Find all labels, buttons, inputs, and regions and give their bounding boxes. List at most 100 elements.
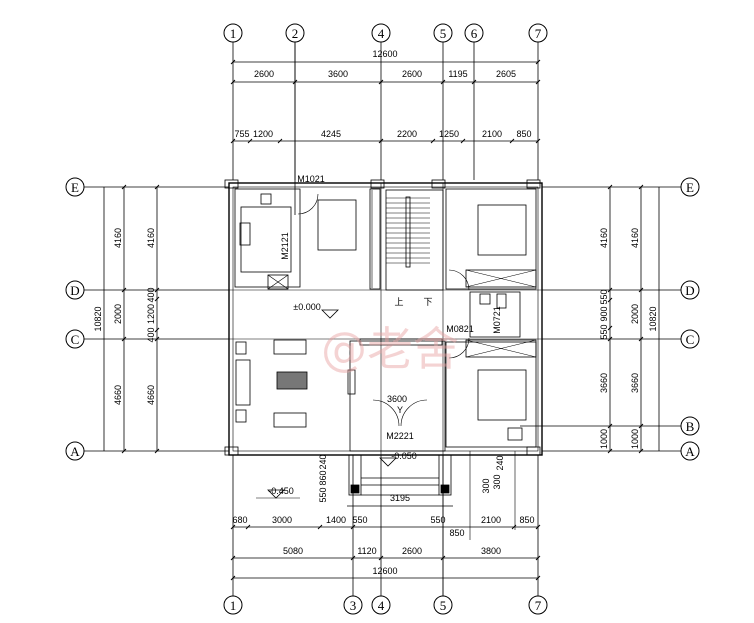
door-swing bbox=[448, 269, 470, 291]
dim-bottom-row2: 5080 bbox=[283, 546, 303, 556]
outer-wall bbox=[228, 182, 543, 456]
fridge-icon bbox=[267, 274, 289, 290]
dim-right-row2: 1000 bbox=[630, 429, 640, 449]
bathroom bbox=[469, 291, 521, 338]
level-symbol bbox=[379, 457, 397, 467]
stair-wall bbox=[369, 188, 381, 290]
dim-bottom-row3: 2100 bbox=[481, 515, 501, 525]
dim-tick bbox=[121, 448, 127, 454]
dim-top-row3: 4245 bbox=[321, 129, 341, 139]
dim-tick bbox=[154, 184, 160, 190]
dim-240: 240 bbox=[318, 454, 328, 469]
porch-pillar bbox=[348, 454, 362, 496]
dim-right-row1: 4160 bbox=[599, 228, 609, 248]
column bbox=[526, 179, 541, 189]
dim-bottom-row3: 1400 bbox=[326, 515, 346, 525]
dim-240-right: 240 bbox=[495, 455, 505, 470]
axis-bubble-right-A-label: A bbox=[685, 444, 695, 459]
dim-top-row3: 2100 bbox=[482, 129, 502, 139]
sofa-top bbox=[273, 339, 307, 355]
console bbox=[359, 338, 443, 346]
dim-left-row2: 1200 bbox=[146, 304, 156, 324]
axis-bubble-left-E bbox=[65, 177, 85, 197]
dim-tick bbox=[471, 79, 477, 85]
bed-upper bbox=[477, 204, 527, 256]
dim-bottom-row3: 3000 bbox=[272, 515, 292, 525]
dim-tick bbox=[638, 423, 644, 429]
dim-3195: 3195 bbox=[390, 493, 410, 503]
coffee-table bbox=[276, 371, 308, 390]
axis-bubble-top-4-label: 4 bbox=[378, 26, 385, 41]
dim-tick bbox=[607, 325, 613, 331]
axis-bubble-right-D-label: D bbox=[685, 283, 694, 298]
axis-bubble-bottom-7-label: 7 bbox=[535, 598, 542, 613]
axis-bubble-right-B-label: B bbox=[686, 419, 695, 434]
kitchen-wall bbox=[234, 188, 301, 288]
dim-tick bbox=[460, 138, 466, 144]
dim-tick bbox=[535, 575, 541, 581]
dim-left-row1: 4660 bbox=[113, 385, 123, 405]
dim-tick bbox=[230, 575, 236, 581]
cross bbox=[465, 339, 537, 358]
dim-tick bbox=[121, 287, 127, 293]
dim-right-row1: 550 bbox=[599, 289, 609, 304]
stair-handrail bbox=[405, 196, 411, 268]
dim-tick bbox=[430, 138, 436, 144]
dim-tick bbox=[230, 524, 236, 530]
axis-bubble-top-6-label: 6 bbox=[471, 26, 478, 41]
dim-bottom-total: 12600 bbox=[372, 566, 397, 576]
axis-bubble-right-D bbox=[680, 280, 700, 300]
column bbox=[370, 179, 385, 189]
pillar-base bbox=[350, 484, 360, 494]
plant-icon bbox=[235, 409, 247, 423]
dim-left-row1: 2000 bbox=[113, 304, 123, 324]
axis-bubble-right-E bbox=[680, 177, 700, 197]
axis-bubble-bottom-7 bbox=[528, 595, 548, 615]
pillar-base bbox=[440, 484, 450, 494]
axis-bubble-left-A bbox=[65, 441, 85, 461]
axis-bubble-top-4 bbox=[371, 23, 391, 43]
axis-bubble-right-B bbox=[680, 416, 700, 436]
dim-tick bbox=[154, 287, 160, 293]
axis-bubble-top-5-label: 5 bbox=[440, 26, 447, 41]
axis-bubble-top-1 bbox=[223, 23, 243, 43]
basin-icon bbox=[479, 293, 491, 305]
desk-icon bbox=[507, 427, 523, 441]
opening-dim-3600: 3600 bbox=[387, 394, 407, 404]
dim-right-row1: 1000 bbox=[599, 429, 609, 449]
dim-tick bbox=[230, 555, 236, 561]
axis-bubble-bottom-1-label: 1 bbox=[230, 598, 237, 613]
dim-tick bbox=[638, 287, 644, 293]
axis-bubble-top-1-label: 1 bbox=[230, 26, 237, 41]
dim-top-row3: 1250 bbox=[439, 129, 459, 139]
door-swing-double bbox=[372, 399, 428, 427]
dim-bottom-row3: 680 bbox=[232, 515, 247, 525]
dim-right-total: 10820 bbox=[648, 306, 658, 331]
dim-tick bbox=[638, 448, 644, 454]
column bbox=[431, 179, 446, 189]
axis-bubble-bottom-3-label: 3 bbox=[350, 598, 357, 613]
door-label-m0721: M0721 bbox=[492, 306, 502, 334]
dining-table bbox=[317, 199, 357, 251]
axis-bubble-left-E-label: E bbox=[71, 180, 79, 195]
door-label-m2121: M2121 bbox=[280, 232, 290, 260]
dim-top-row2: 2600 bbox=[254, 69, 274, 79]
cross bbox=[267, 274, 289, 290]
dim-tick bbox=[535, 524, 541, 530]
axis-bubble-right-C bbox=[680, 329, 700, 349]
stair-well bbox=[385, 189, 444, 291]
dim-right-row2: 2000 bbox=[630, 304, 640, 324]
dim-tick bbox=[277, 138, 283, 144]
dim-bottom-row3: 850 bbox=[519, 515, 534, 525]
dim-tick bbox=[535, 79, 541, 85]
column bbox=[224, 446, 239, 456]
dim-top-total: 12600 bbox=[372, 49, 397, 59]
dim-550: 550 bbox=[318, 487, 328, 502]
dim-tick bbox=[121, 184, 127, 190]
dim-tick bbox=[440, 79, 446, 85]
dim-tick bbox=[607, 297, 613, 303]
dim-top-row2: 1195 bbox=[448, 69, 467, 79]
axis-bubble-top-2 bbox=[285, 23, 305, 43]
